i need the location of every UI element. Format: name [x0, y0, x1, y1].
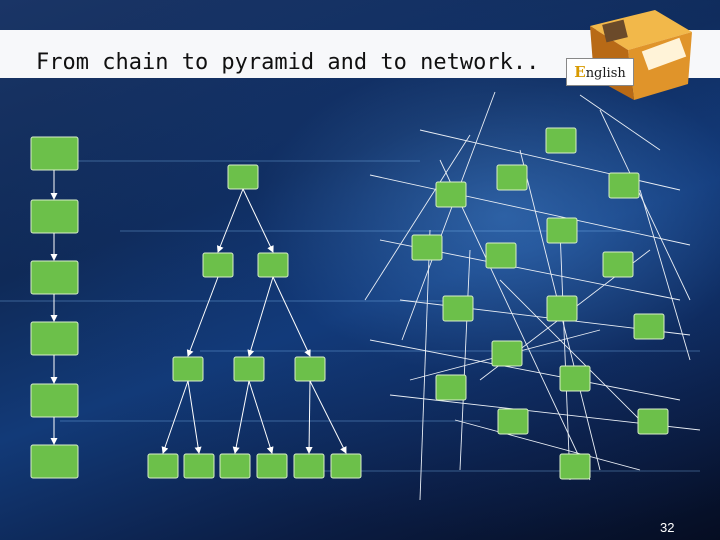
network-node	[546, 217, 578, 244]
network-node	[633, 313, 665, 340]
network-link	[459, 249, 471, 471]
network-node	[545, 127, 577, 154]
network-link	[579, 94, 661, 151]
pyramid-arrow	[272, 276, 311, 357]
network-link	[599, 109, 691, 301]
network-node	[559, 365, 591, 392]
network-node	[546, 295, 578, 322]
network-node	[602, 251, 634, 278]
pyramid-leaf-node	[293, 453, 325, 479]
pyramid-arrow	[242, 188, 274, 253]
background-streak	[0, 300, 460, 302]
english-logo-text: English	[566, 58, 634, 86]
pyramid-arrow	[186, 276, 219, 357]
background-streak	[40, 160, 420, 162]
pyramid-level3-node	[172, 356, 204, 382]
network-node	[435, 181, 467, 208]
chain-node	[30, 199, 79, 234]
pyramid-level3-node	[294, 356, 326, 382]
pyramid-leaf-node	[256, 453, 288, 479]
pyramid-diagram	[147, 164, 362, 479]
pyramid-leaf-node	[330, 453, 362, 479]
chain-node	[30, 383, 79, 418]
network-link	[454, 419, 641, 471]
network-link	[401, 91, 496, 341]
network-link	[419, 229, 431, 501]
pyramid-arrow	[247, 276, 274, 357]
cube-label-tile	[641, 37, 687, 71]
pyramid-level2-node	[202, 252, 234, 278]
network-node	[608, 172, 640, 199]
network-node	[559, 453, 591, 480]
network-diagram	[364, 91, 701, 501]
pyramid-leaf-node	[219, 453, 251, 479]
pyramid-leaf-node	[183, 453, 215, 479]
cube-photo-tile	[602, 19, 628, 43]
chain-diagram	[30, 136, 79, 479]
chain-node	[30, 444, 79, 479]
logo-word: nglish	[585, 66, 626, 81]
pyramid-arrow	[187, 380, 202, 454]
pyramid-arrow	[248, 380, 274, 454]
network-node	[485, 242, 517, 269]
network-link	[559, 229, 571, 481]
network-link	[369, 339, 681, 401]
network-node	[442, 295, 474, 322]
pyramid-arrow	[309, 380, 347, 454]
pyramid-top-node	[227, 164, 259, 190]
background-streak	[200, 350, 700, 352]
network-link	[364, 134, 471, 301]
network-link	[369, 174, 691, 246]
network-link	[499, 279, 641, 421]
slide-title: From chain to pyramid and to network..	[36, 50, 540, 75]
pyramid-level2-node	[257, 252, 289, 278]
network-link	[439, 159, 591, 481]
pyramid-leaf-node	[147, 453, 179, 479]
network-node	[637, 408, 669, 435]
chain-node	[30, 136, 79, 171]
logo-cap-letter: E	[574, 63, 586, 81]
background-streak	[120, 230, 640, 232]
chain-node	[30, 321, 79, 356]
network-node	[491, 340, 523, 367]
background-streak	[300, 470, 700, 472]
network-node	[411, 234, 443, 261]
network-link	[639, 189, 691, 361]
background-streak	[60, 420, 480, 422]
network-node	[435, 374, 467, 401]
pyramid-arrow	[161, 380, 189, 454]
chain-node	[30, 260, 79, 295]
page-number: 32	[660, 520, 675, 535]
network-node	[496, 164, 528, 191]
pyramid-arrow	[216, 188, 244, 253]
pyramid-arrow	[232, 380, 250, 454]
pyramid-arrow	[305, 380, 313, 454]
pyramid-level3-node	[233, 356, 265, 382]
network-node	[497, 408, 529, 435]
